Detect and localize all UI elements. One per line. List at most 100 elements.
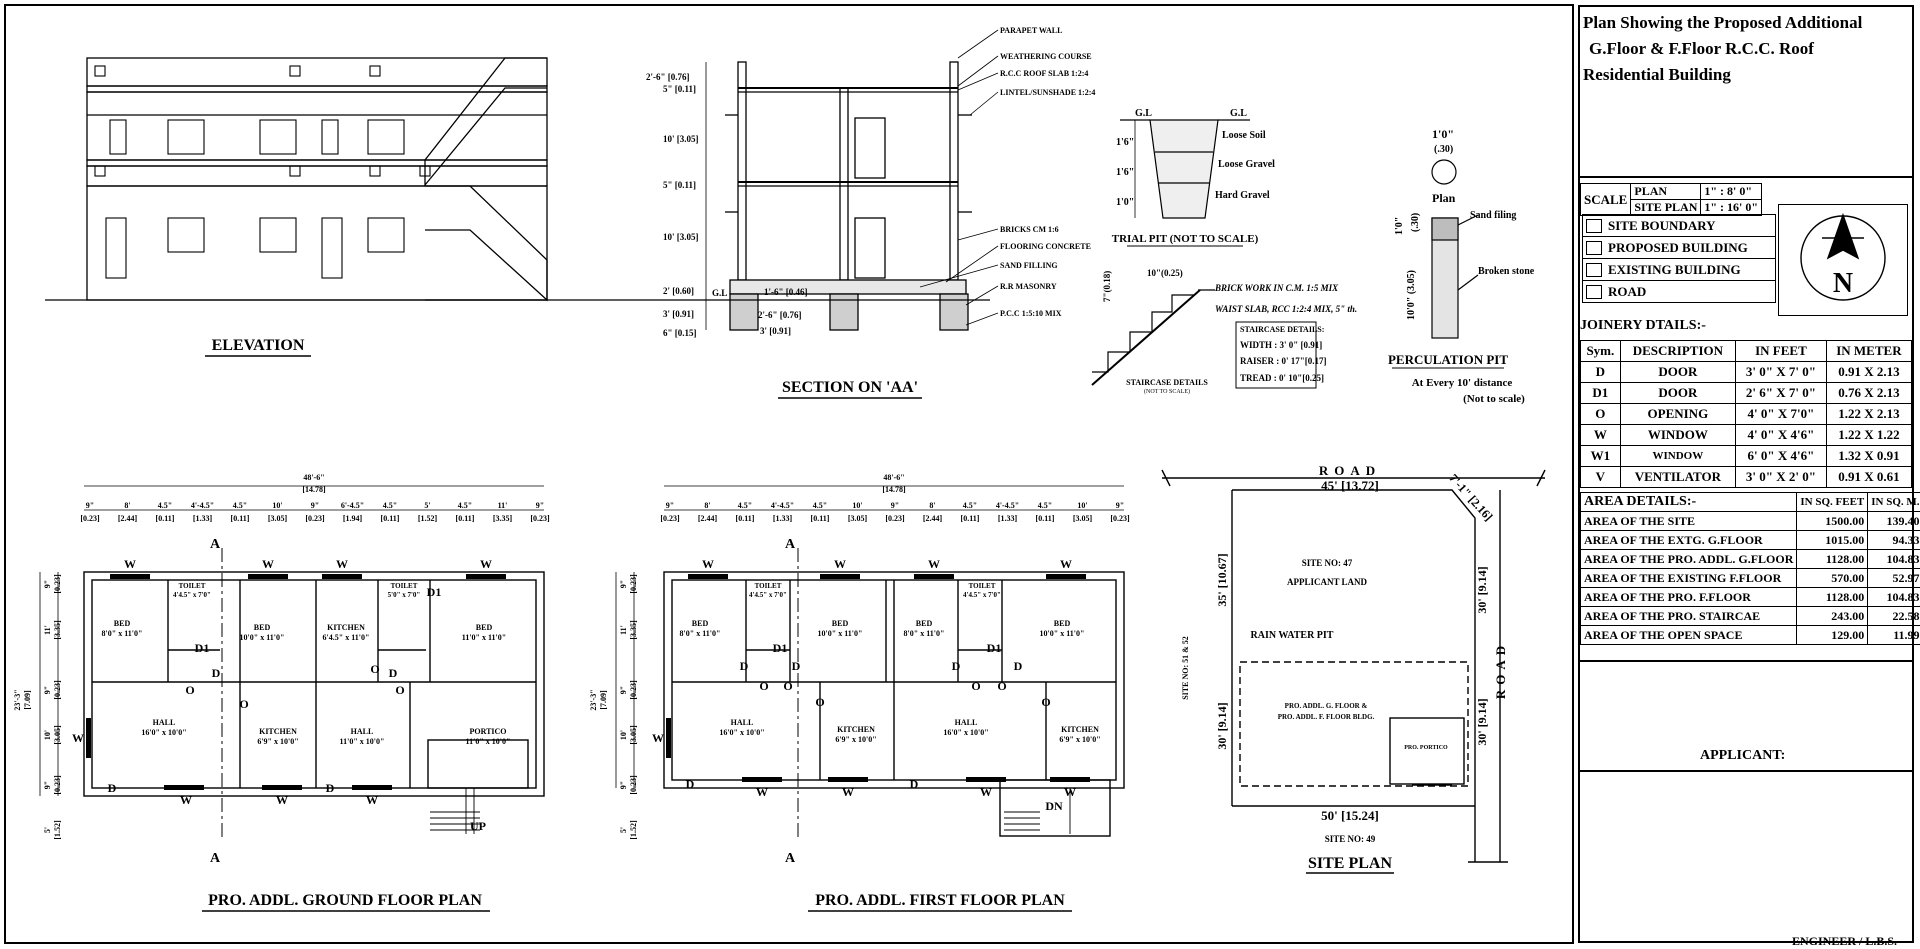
room-size: 6'4.5" x 11'0": [323, 633, 370, 642]
site-dim: 7'-1" [2.16]: [1446, 471, 1495, 523]
room-label: KITCHEN: [1061, 725, 1099, 734]
trial-pit: [1120, 119, 1250, 219]
room-size: 4'4.5" x 7'0": [963, 591, 1001, 599]
door-mark: D: [212, 666, 221, 680]
dimension-label: [0.23]: [629, 574, 638, 594]
dimension-label: 10': [619, 730, 628, 740]
section-label: PARAPET WALL: [1000, 26, 1062, 35]
cell: 4' 0" X 7'0": [1735, 403, 1827, 425]
section-label: P.C.C 1:5:10 MIX: [1000, 309, 1062, 318]
room-size: 16'0" x 10'0": [141, 728, 186, 737]
opening-mark: O: [783, 679, 792, 693]
section-labels: PARAPET WALL WEATHERING COURSE R.C.C ROO…: [1000, 26, 1095, 318]
dimension-label: 8': [929, 501, 935, 510]
dimension-label: 4.5": [963, 501, 977, 510]
room-size: 11'0" x 11'0": [462, 633, 506, 642]
dimension-label: [7.09]: [23, 690, 32, 710]
room-size: 16'0" x 10'0": [943, 728, 988, 737]
section-dim: 5" [0.11]: [663, 180, 696, 190]
dimension-label-metric: [0.23]: [305, 514, 325, 523]
site-dim: 35' [10.67]: [1215, 553, 1229, 606]
door-mark: D: [910, 777, 919, 791]
table-header: Sym. DESCRIPTION IN FEET IN METER: [1580, 340, 1913, 362]
dimension-label: 4.5": [813, 501, 827, 510]
first-dim-labels: 9"[0.23]8'[2.44]4.5"[0.11]4'-4.5"[1.33]4…: [660, 501, 1130, 523]
dimension-label: [3.05]: [629, 725, 638, 745]
perc-label: Broken stone: [1478, 266, 1535, 277]
room-size: 8'0" x 11'0": [680, 629, 721, 638]
room-size: 6'9" x 10'0": [257, 737, 298, 746]
column-header: IN SQ. FEET: [1796, 492, 1869, 512]
dimension-label: 9": [666, 501, 674, 510]
dimension-label-metric: [1.33]: [193, 514, 213, 523]
legend-label: ROAD: [1608, 283, 1647, 299]
dimension-label: 9": [86, 501, 94, 510]
trial-label: 1'6": [1116, 167, 1134, 178]
cell: AREA OF THE EXISTING F.FLOOR: [1579, 568, 1798, 588]
column-header: IN FEET: [1735, 340, 1827, 362]
section-marker: A: [785, 537, 796, 552]
window-mark: W: [336, 557, 348, 571]
legend-item: PROPOSED BUILDING: [1582, 237, 1776, 259]
cell: AREA OF THE PRO. F.FLOOR: [1579, 587, 1798, 607]
first-side-dims: 9"[0.23]11'[3.35]9"[0.23]10'[3.05]9"[0.2…: [589, 574, 638, 840]
dimension-label: 4.5": [458, 501, 472, 510]
room-label: HALL: [153, 718, 176, 727]
cell: W1: [1580, 445, 1621, 467]
dimension-label: 4'-4.5": [191, 501, 214, 510]
room-label: TOILET: [179, 582, 206, 590]
opening-mark: O: [1041, 695, 1050, 709]
door-mark: D: [1014, 659, 1023, 673]
door-mark: D1: [427, 585, 442, 599]
perc-label: Plan: [1432, 191, 1456, 205]
ground-side-dims: 9"[0.23]11'[3.35]9"[0.23]10'[3.05]9"[0.2…: [13, 574, 62, 840]
section-leaders: [919, 29, 999, 326]
window-mark: W: [180, 793, 192, 807]
cell: 104.83: [1867, 587, 1920, 607]
section-dim: 10' [3.05]: [663, 134, 699, 144]
divider: [1580, 660, 1912, 662]
site-note: APPLICANT LAND: [1287, 577, 1368, 587]
scale-site-label: SITE PLAN: [1630, 199, 1702, 216]
trial-label: Loose Soil: [1222, 130, 1266, 141]
perc-label: (.30): [1434, 144, 1453, 155]
room-label: BED: [476, 623, 493, 632]
stair-label: RAISER : 0' 17"[0.17]: [1240, 356, 1327, 366]
dimension-label-metric: [1.94]: [343, 514, 363, 523]
cell: V: [1580, 466, 1621, 488]
trial-label: Hard Gravel: [1215, 190, 1270, 201]
perculation-pit: [1431, 159, 1479, 339]
road-label: ROAD: [1319, 463, 1381, 478]
room-label: BED: [692, 619, 709, 628]
perc-labels: 1'0" (.30) Plan 1'0" (.30) 10'0" (3.05) …: [1394, 127, 1535, 320]
title-line: G.Floor & F.Floor R.C.C. Roof: [1589, 39, 1814, 58]
first-plan-title: PRO. ADDL. FIRST FLOOR PLAN: [815, 892, 1065, 909]
cell: 3' 0" X 2' 0": [1735, 466, 1827, 488]
cell: 1128.00: [1796, 587, 1869, 607]
room-label: BED: [254, 623, 271, 632]
section-dim: 3' [0.91]: [663, 309, 694, 319]
legend-swatch: [1586, 284, 1602, 299]
section-dim: G.L: [712, 288, 727, 298]
dimension-label-metric: [0.23]: [1110, 514, 1130, 523]
window-mark: W: [756, 785, 768, 799]
engineer-label: ENGINEER / L.B.S.: [1792, 934, 1898, 948]
section-dim: 1'-6" [0.46]: [764, 287, 808, 297]
ground-floor-plan: [83, 548, 545, 840]
room-size: 11'0" x 10'0": [466, 737, 511, 746]
room-size: 10'0" x 11'0": [818, 629, 863, 638]
staircase-title: STAIRCASE DETAILS: [1126, 378, 1208, 387]
door-mark: D: [326, 781, 335, 795]
stair-down-mark: DN: [1045, 799, 1063, 813]
building-label: PRO. ADDL. G. FLOOR &: [1285, 702, 1368, 710]
column-header: DESCRIPTION: [1619, 340, 1737, 362]
room-label: HALL: [351, 727, 374, 736]
cell: 1128.00: [1796, 549, 1869, 569]
dimension-label: 9": [43, 686, 52, 694]
door-mark: D: [389, 666, 398, 680]
door-mark: D: [686, 777, 695, 791]
